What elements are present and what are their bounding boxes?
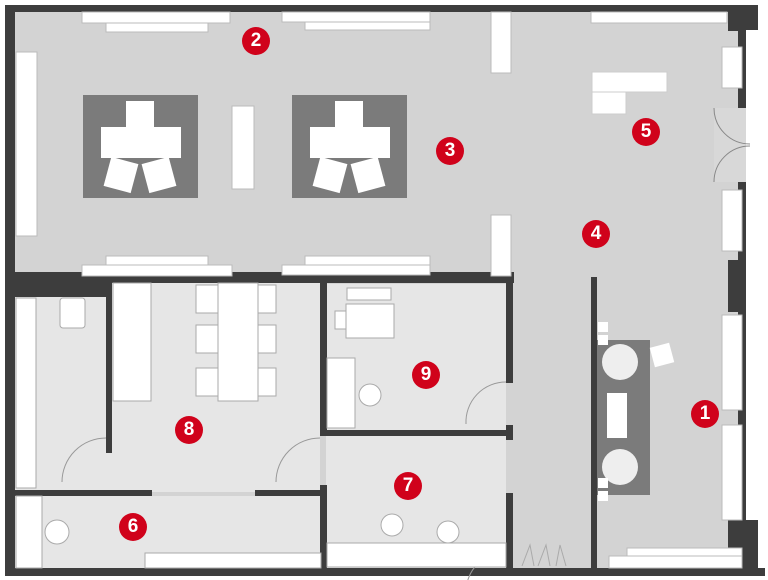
area-marker-2[interactable]: 2 <box>242 27 270 55</box>
coat-rack <box>521 543 567 567</box>
room-6-furniture <box>15 495 322 569</box>
area-marker-5[interactable]: 5 <box>632 118 660 146</box>
reception-desk <box>591 71 668 115</box>
shelves <box>15 11 743 569</box>
area-marker-4[interactable]: 4 <box>582 220 610 248</box>
area-marker-7[interactable]: 7 <box>394 472 422 500</box>
area-marker-9[interactable]: 9 <box>412 361 440 389</box>
area-marker-8[interactable]: 8 <box>175 416 203 444</box>
area-marker-1[interactable]: 1 <box>691 400 719 428</box>
room-8-furniture <box>15 282 277 489</box>
room-9-furniture <box>326 287 395 429</box>
lounge <box>597 322 675 501</box>
rug-table-left <box>83 95 198 198</box>
area-marker-3[interactable]: 3 <box>436 137 464 165</box>
area-marker-6[interactable]: 6 <box>119 513 147 541</box>
window-strip <box>746 30 758 520</box>
rug-table-right <box>292 95 407 198</box>
room-7-furniture <box>326 513 507 568</box>
entrance-door <box>713 107 751 183</box>
